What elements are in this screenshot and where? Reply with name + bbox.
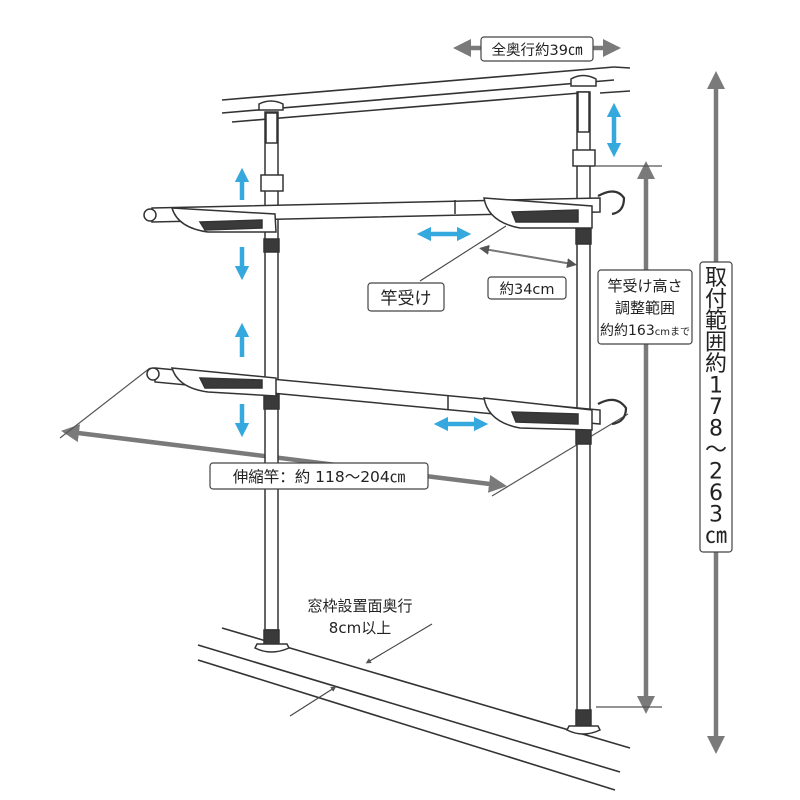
pole-holder-label-text: 竿受け	[381, 289, 432, 309]
install-range-char: 1	[709, 374, 723, 399]
extend-pole-label-text: 伸縮竿：約 118～204㎝	[233, 468, 406, 486]
offset-label-text: 約34cm	[499, 281, 554, 298]
install-range-char: 約	[705, 352, 727, 377]
left-pole	[253, 100, 291, 653]
depth-label-text: 全奥行約39㎝	[492, 41, 583, 59]
depth-label: 全奥行約39㎝	[480, 36, 594, 62]
holder-height-label: 竿受け高さ 調整範囲 約約163cmまで	[597, 269, 693, 345]
upper-bar	[143, 190, 626, 233]
install-range-char: 3	[709, 503, 723, 528]
holder-height-line1: 竿受け高さ	[607, 277, 682, 295]
install-range-char: 7	[709, 395, 723, 420]
pole-holder-label: 竿受け	[367, 282, 445, 312]
right-pole	[565, 74, 602, 735]
offset-label: 約34cm	[487, 276, 567, 300]
lower-bar	[146, 367, 628, 431]
extend-pole-label: 伸縮竿：約 118～204㎝	[209, 462, 429, 490]
install-range-char: 6	[709, 481, 723, 506]
install-range-char: 2	[709, 460, 723, 485]
install-range-char: 付	[705, 288, 727, 313]
bottom-window-frame	[197, 627, 631, 791]
frame-depth-line2: 8cm以上	[329, 619, 391, 637]
install-range-char: ㎝	[705, 524, 727, 549]
holder-height-value: 約163	[614, 323, 655, 339]
leader-lines	[289, 225, 507, 717]
holder-height-line3: 約約163cmまで	[600, 323, 690, 339]
holder-height-unit: cmまで	[655, 326, 690, 338]
install-range-char: 囲	[705, 331, 727, 356]
top-window-frame	[221, 66, 631, 123]
install-range-char: 取	[705, 266, 727, 291]
holder-height-line2: 調整範囲	[615, 299, 675, 317]
adjust-arrows	[234, 102, 622, 438]
install-range-char: 8	[709, 417, 723, 442]
install-range-char: ～	[705, 438, 727, 463]
install-range-char: 範	[705, 309, 727, 334]
frame-depth-line1: 窓枠設置面奥行	[307, 597, 412, 615]
frame-depth-label: 窓枠設置面奥行 8cm以上	[307, 597, 412, 637]
offset-arrow	[479, 244, 577, 269]
